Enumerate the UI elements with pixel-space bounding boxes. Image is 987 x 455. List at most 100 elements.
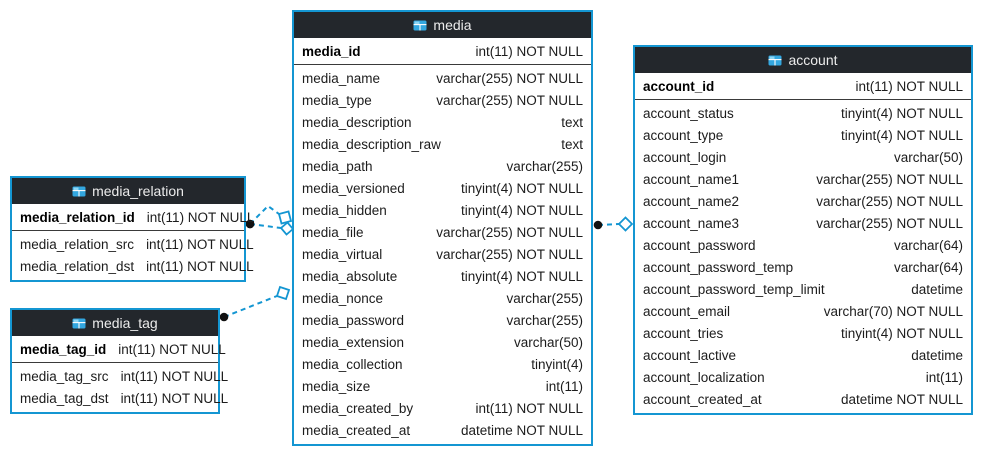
field-name: media_created_by [302, 400, 414, 416]
field-name: media_tag_dst [20, 390, 109, 406]
table-icon [72, 186, 86, 197]
field-name: media_size [302, 378, 371, 394]
field-type: datetime [911, 347, 963, 363]
field-name: media_password [302, 312, 405, 328]
relationship-line[interactable] [223, 295, 278, 318]
field-name: media_extension [302, 334, 405, 350]
table-title: media_tag [92, 315, 158, 331]
field-name: account_email [643, 303, 731, 319]
field-name: account_tries [643, 325, 724, 341]
field-type: varchar(255) NOT NULL [436, 224, 583, 240]
field-row-media_versioned[interactable]: media_versioned tinyint(4) NOT NULL [294, 177, 591, 199]
field-type: tinyint(4) NOT NULL [460, 202, 583, 218]
field-row-media_created_by[interactable]: media_created_by int(11) NOT NULL [294, 397, 591, 419]
field-name: account_name3 [643, 215, 740, 231]
field-name: account_name1 [643, 171, 740, 187]
field-type: tinyint(4) [531, 356, 583, 372]
field-row-account_login[interactable]: account_login varchar(50) [635, 146, 971, 168]
cardinality-diamond-icon [277, 210, 293, 225]
field-type: tinyint(4) NOT NULL [460, 268, 583, 284]
field-type: int(11) NOT NULL [855, 78, 963, 94]
field-name: media_created_at [302, 422, 411, 438]
table-header-media_relation[interactable]: media_relation [12, 178, 244, 204]
field-name: account_name2 [643, 193, 740, 209]
field-type: datetime [911, 281, 963, 297]
field-type: varchar(255) NOT NULL [816, 215, 963, 231]
relationship-line[interactable] [249, 223, 282, 229]
field-row-account_name3[interactable]: account_name3 varchar(255) NOT NULL [635, 212, 971, 234]
field-type: tinyint(4) NOT NULL [840, 127, 963, 143]
field-row-account_lactive[interactable]: account_lactive datetime [635, 344, 971, 366]
field-type: tinyint(4) NOT NULL [840, 105, 963, 121]
table-icon [413, 20, 427, 31]
field-name: media_versioned [302, 180, 405, 196]
field-type: varchar(255) NOT NULL [436, 70, 583, 86]
relationship-line[interactable] [249, 204, 280, 225]
field-type: varchar(255) [506, 158, 583, 174]
field-type: datetime NOT NULL [460, 422, 583, 438]
cardinality-diamond-icon [275, 285, 291, 301]
relationship-media-account[interactable] [593, 216, 634, 232]
relationship-media_relation-media-straight[interactable] [245, 219, 295, 236]
field-name: account_login [643, 149, 727, 165]
field-type: datetime NOT NULL [840, 391, 963, 407]
field-name: account_lactive [643, 347, 737, 363]
table-title: media [433, 17, 472, 33]
table-title: account [788, 52, 838, 68]
field-row-media_created_at[interactable]: media_created_at datetime NOT NULL [294, 419, 591, 441]
field-name: account_type [643, 127, 724, 143]
table-header-media[interactable]: media [294, 12, 591, 38]
field-name: media_tag_id [20, 341, 107, 357]
field-name: media_type [302, 92, 372, 108]
field-name: account_password_temp [643, 259, 794, 275]
relationship-media_tag-media[interactable] [219, 285, 291, 322]
field-name: account_localization [643, 369, 765, 385]
field-type: text [561, 114, 583, 130]
field-type: int(11) NOT NULL [475, 400, 583, 416]
table-header-account[interactable]: account [635, 47, 971, 73]
cardinality-dot-icon [245, 219, 255, 229]
cardinality-diamond-icon [279, 221, 295, 236]
table-header-media_tag[interactable]: media_tag [12, 310, 218, 336]
field-row-account_type[interactable]: account_type tinyint(4) NOT NULL [635, 124, 971, 146]
field-type: tinyint(4) NOT NULL [460, 180, 583, 196]
field-type: varchar(50) [893, 149, 963, 165]
